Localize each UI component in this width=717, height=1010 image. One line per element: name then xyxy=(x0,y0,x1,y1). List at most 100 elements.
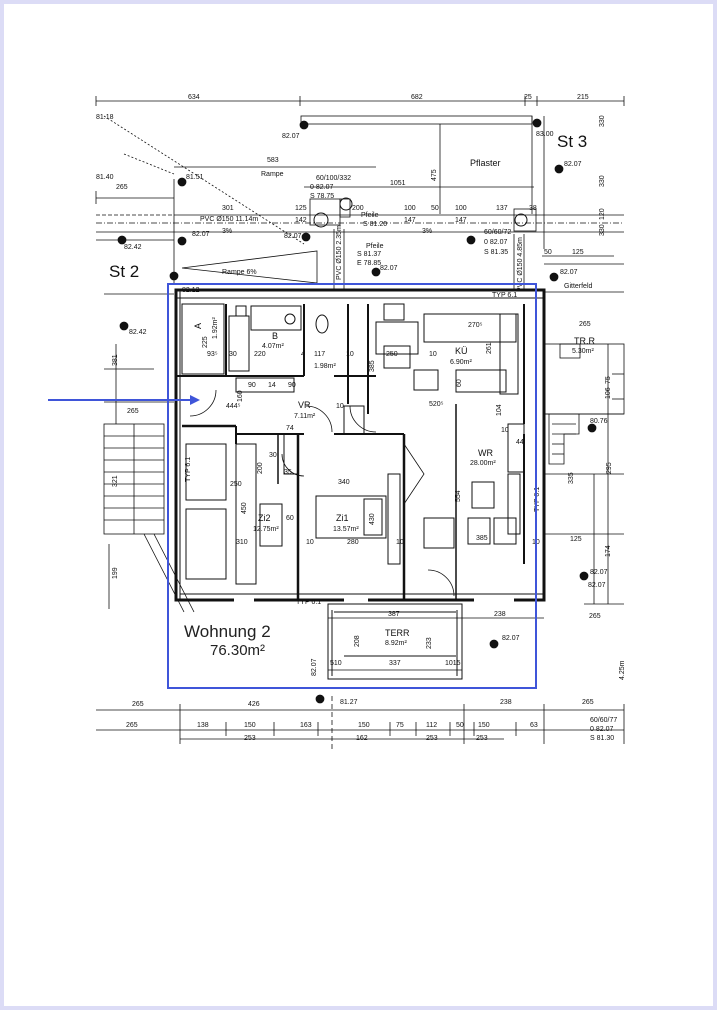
room-ku-name: KÜ xyxy=(455,346,468,356)
pipe-level-2: S 81.37 xyxy=(357,251,381,258)
dim-90-a: 90 xyxy=(248,382,256,389)
label-rampe-6: Rampe 6% xyxy=(222,269,257,276)
room-terr-name: TERR xyxy=(385,628,410,638)
dim-330-c: 330 xyxy=(599,115,606,127)
dim-125-right: 125 xyxy=(570,536,582,543)
pipe-level-3: E 78.85 xyxy=(357,260,381,267)
dim-25: 25 xyxy=(524,94,532,101)
dim-90-b: 90 xyxy=(288,382,296,389)
terrace xyxy=(327,603,463,680)
level-8207-d: 82.07 xyxy=(284,233,302,240)
dim-335: 335 xyxy=(568,472,575,484)
dim-10-f: 10 xyxy=(396,539,404,546)
level-8118: 81.18 xyxy=(96,114,114,121)
dim-634: 634 xyxy=(188,94,200,101)
apartment-area: 76.30m² xyxy=(210,642,265,659)
dim-b2-63: 63 xyxy=(530,722,538,729)
dim-265-left: 265 xyxy=(127,408,139,415)
dim-b3-253b: 253 xyxy=(426,735,438,742)
manhole-circle-3 xyxy=(514,213,528,227)
bottom-dimension-lines xyxy=(96,696,625,752)
dim-30-b: 30 xyxy=(269,452,277,459)
dim-b1-426: 426 xyxy=(248,701,260,708)
label-rampe: Rampe xyxy=(261,171,284,178)
room-ku-area: 6.90m² xyxy=(450,359,472,366)
floor-plan-drawing: 634 682 25 215 583 1051 265 301 125 142 … xyxy=(48,94,626,752)
level-8140: 81.40 xyxy=(96,174,114,181)
dim-b1-238: 238 xyxy=(500,699,512,706)
level-8242-b: 82.42 xyxy=(129,329,147,336)
apartment-walls xyxy=(174,288,546,602)
dim-30: 30 xyxy=(229,351,237,358)
entrance-arrow-head xyxy=(190,395,200,405)
label-typ-top: TYP 6.1 xyxy=(492,292,517,299)
dim-1015: 1015 xyxy=(445,660,461,667)
dim-340: 340 xyxy=(338,479,350,486)
dim-450: 450 xyxy=(241,502,248,514)
dim-310: 310 xyxy=(236,539,248,546)
dim-250: 250 xyxy=(386,351,398,358)
label-pvc-1: PVC Ø150 11.14m xyxy=(200,216,258,223)
dim-10-b: 10 xyxy=(429,351,437,358)
dim-b2-163: 163 xyxy=(300,722,312,729)
dim-b2-265: 265 xyxy=(126,722,138,729)
dim-10-e: 10 xyxy=(306,539,314,546)
dim-75: 75 xyxy=(605,376,612,384)
dim-295: 295 xyxy=(606,462,613,474)
dim-337: 337 xyxy=(389,660,401,667)
label-pfeile-2: Pfeile xyxy=(366,243,384,250)
label-typ-right: TYP 6.1 xyxy=(534,487,541,512)
dim-387: 387 xyxy=(388,611,400,618)
dim-233: 233 xyxy=(426,637,433,649)
room-zi2-name: Zi2 xyxy=(258,513,271,523)
dim-b3-253c: 253 xyxy=(476,735,488,742)
dim-50b: 50 xyxy=(544,249,552,256)
level-8207-j: 82.07 xyxy=(588,582,606,589)
dim-137: 137 xyxy=(496,205,508,212)
dim-125b: 125 xyxy=(572,249,584,256)
dim-10-d: 10 xyxy=(501,427,509,434)
dim-10-a: 10 xyxy=(346,351,354,358)
stair-st3: St 3 xyxy=(557,132,587,151)
level-8207-f: 82.07 xyxy=(560,269,578,276)
dim-200-b: 200 xyxy=(257,462,264,474)
top-dimension-lines xyxy=(95,96,625,257)
dim-100b: 100 xyxy=(455,205,467,212)
dim-4-25m: 4.25m xyxy=(619,660,626,680)
dim-583: 583 xyxy=(267,157,279,164)
dim-430: 430 xyxy=(369,513,376,525)
dim-215: 215 xyxy=(577,94,589,101)
manhole-circle-1 xyxy=(339,197,353,211)
dim-b2-112: 112 xyxy=(426,722,437,729)
shaft-2-top: 0 82.07 xyxy=(484,239,507,246)
room-zi1-area: 13.57m² xyxy=(333,526,359,533)
level-8127: 81.27 xyxy=(340,699,358,706)
dim-385: 385 xyxy=(369,360,376,372)
level-8151: 81.51 xyxy=(186,174,204,181)
room-zi1-name: Zi1 xyxy=(336,513,349,523)
dim-b1-265b: 265 xyxy=(582,699,594,706)
dim-238-top: 238 xyxy=(494,611,506,618)
apartment-name: Wohnung 2 xyxy=(184,622,271,641)
room-trr-area: 5.30m² xyxy=(572,348,594,355)
dim-74: 74 xyxy=(286,425,294,432)
level-8207-h: 82.07 xyxy=(502,635,520,642)
floor-plan-sheet: 634 682 25 215 583 1051 265 301 125 142 … xyxy=(4,4,713,1006)
stair-st2: St 2 xyxy=(109,262,139,281)
label-pvc-pct-1: 3% xyxy=(222,228,232,235)
room-vr-name: VR xyxy=(298,400,311,410)
label-typ-left: TYP 6.1 xyxy=(185,457,192,482)
dim-147b: 147 xyxy=(455,217,467,224)
dim-265-right: 265 xyxy=(579,321,591,328)
shaft-1-top: 0 82.07 xyxy=(310,184,333,191)
dim-b1-265: 265 xyxy=(132,701,144,708)
dim-38: 38 xyxy=(529,205,537,212)
label-pvc-vertical-1: PVC Ø150 2.35m xyxy=(336,225,343,280)
dim-120: 120 xyxy=(599,208,606,220)
dim-520-5: 520⁵ xyxy=(429,401,444,408)
level-8076: 80.76 xyxy=(590,418,608,425)
dim-160: 160 xyxy=(237,390,244,402)
dim-60-b: 60 xyxy=(286,515,294,522)
dim-200: 200 xyxy=(352,205,364,212)
shaft-3-size: 60/60/77 xyxy=(590,717,617,724)
